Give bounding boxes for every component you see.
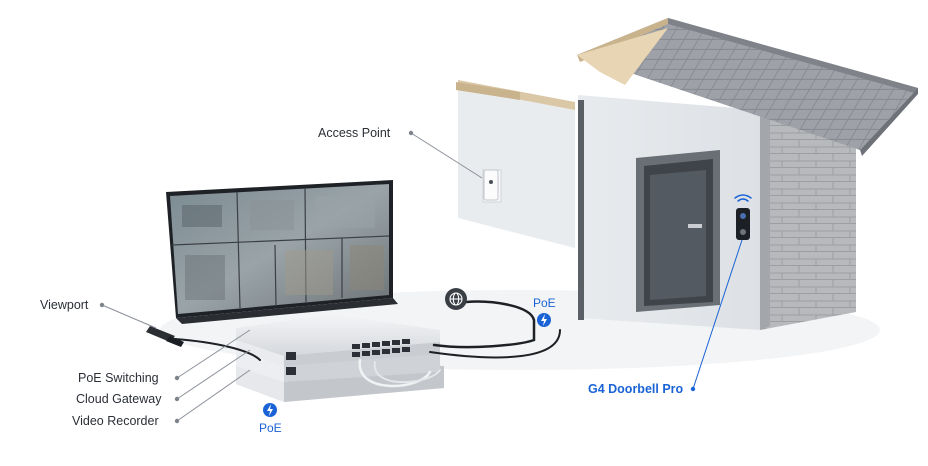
device-stack [236, 314, 444, 402]
leader-dots [99, 130, 414, 424]
access-point-device [483, 169, 499, 201]
poe-switching-label: PoE Switching [78, 371, 159, 385]
doorbell-label: G4 Doorbell Pro [588, 382, 684, 396]
house [577, 18, 918, 330]
lightning-bolt-icon [263, 403, 277, 417]
wifi-icon [734, 194, 752, 202]
globe-icon [445, 288, 467, 310]
cables [174, 300, 561, 388]
poe-label-right: PoE [533, 296, 556, 310]
back-wall [456, 80, 575, 248]
doorbell-leader-line [692, 239, 743, 390]
monitor [166, 180, 398, 324]
viewport-label: Viewport [40, 298, 89, 312]
leader-lines [101, 132, 483, 422]
poe-label-bottom: PoE [259, 421, 282, 435]
cloud-gateway-label: Cloud Gateway [76, 392, 162, 406]
access-point-label: Access Point [318, 126, 391, 140]
viewport-device [146, 326, 184, 347]
doorbell-leader-dot [690, 386, 696, 392]
lightning-bolt-icon [537, 313, 551, 327]
video-recorder-label: Video Recorder [72, 414, 159, 428]
